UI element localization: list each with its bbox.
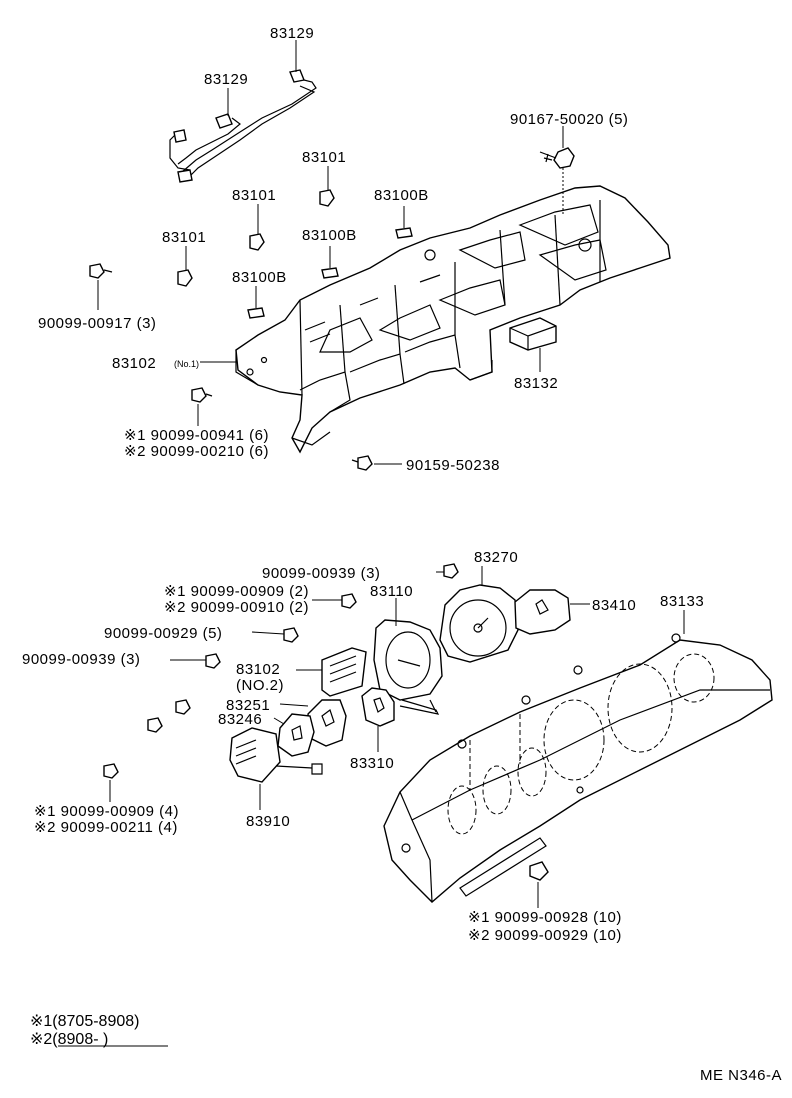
label-83270: 83270: [474, 549, 518, 566]
label-83100b-b: 83100B: [302, 227, 357, 244]
fasteners-lower: [103, 563, 549, 881]
label-83129-mid: 83129: [204, 71, 248, 88]
instrument-housing-drawing: [235, 185, 671, 454]
label-90099-00909-b: ※1 90099-00909 (4): [34, 803, 179, 820]
label-83110: 83110: [370, 583, 413, 600]
label-90099-00211: ※2 90099-00211 (4): [34, 819, 178, 836]
label-90159-50238: 90159-50238: [406, 457, 500, 474]
diagram-code: ME N346-A: [700, 1067, 782, 1084]
label-90167-50020: 90167-50020 (5): [510, 111, 628, 128]
part-labels: 83129 83129 90167-50020 (5) 83101 83101 …: [22, 25, 704, 944]
label-83132: 83132: [514, 375, 558, 392]
label-83129-top: 83129: [270, 25, 314, 42]
cluster-case-83133-drawing: [383, 633, 773, 903]
footnote-2: ※2(8908- ): [30, 1031, 108, 1048]
label-90099-00210: ※2 90099-00210 (6): [124, 443, 269, 460]
label-83910: 83910: [246, 813, 290, 830]
label-90099-00910: ※2 90099-00910 (2): [164, 599, 309, 616]
label-83100b-c: 83100B: [232, 269, 287, 286]
label-83101-b: 83101: [232, 187, 276, 204]
label-83251: 83251: [226, 697, 270, 714]
label-90099-00939-a: 90099-00939 (3): [262, 565, 380, 582]
fasteners-upper: [89, 147, 575, 471]
leader-lines-lower: [109, 566, 685, 908]
label-83410: 83410: [592, 597, 636, 614]
label-83246: 83246: [218, 711, 262, 728]
label-83102-no2: 83102: [236, 661, 280, 678]
footnotes: ※1(8705-8908) ※2(8908- ): [30, 1013, 168, 1048]
label-83133: 83133: [660, 593, 704, 610]
leader-lines-upper: [97, 40, 564, 465]
label-90099-00939-b: 90099-00939 (3): [22, 651, 140, 668]
footnote-1: ※1(8705-8908): [30, 1013, 139, 1030]
label-83102-no1-sub: (No.1): [174, 359, 199, 369]
label-90099-00909-a: ※1 90099-00909 (2): [164, 583, 309, 600]
label-83101-c: 83101: [162, 229, 206, 246]
label-83101-a: 83101: [302, 149, 346, 166]
label-83310: 83310: [350, 755, 394, 772]
label-90099-00928: ※1 90099-00928 (10): [468, 909, 622, 926]
label-90099-00929-a: 90099-00929 (5): [104, 625, 222, 642]
wire-harness-83129-drawing: [169, 69, 317, 183]
gauges-lower-drawing: [229, 584, 571, 783]
label-90099-00917: 90099-00917 (3): [38, 315, 156, 332]
label-83100b-a: 83100B: [374, 187, 429, 204]
label-90099-00929-b: ※2 90099-00929 (10): [468, 927, 622, 944]
label-90099-00941: ※1 90099-00941 (6): [124, 427, 269, 444]
label-83102-no2-sub: (NO.2): [236, 677, 284, 694]
label-83102-no1: 83102: [112, 355, 156, 372]
